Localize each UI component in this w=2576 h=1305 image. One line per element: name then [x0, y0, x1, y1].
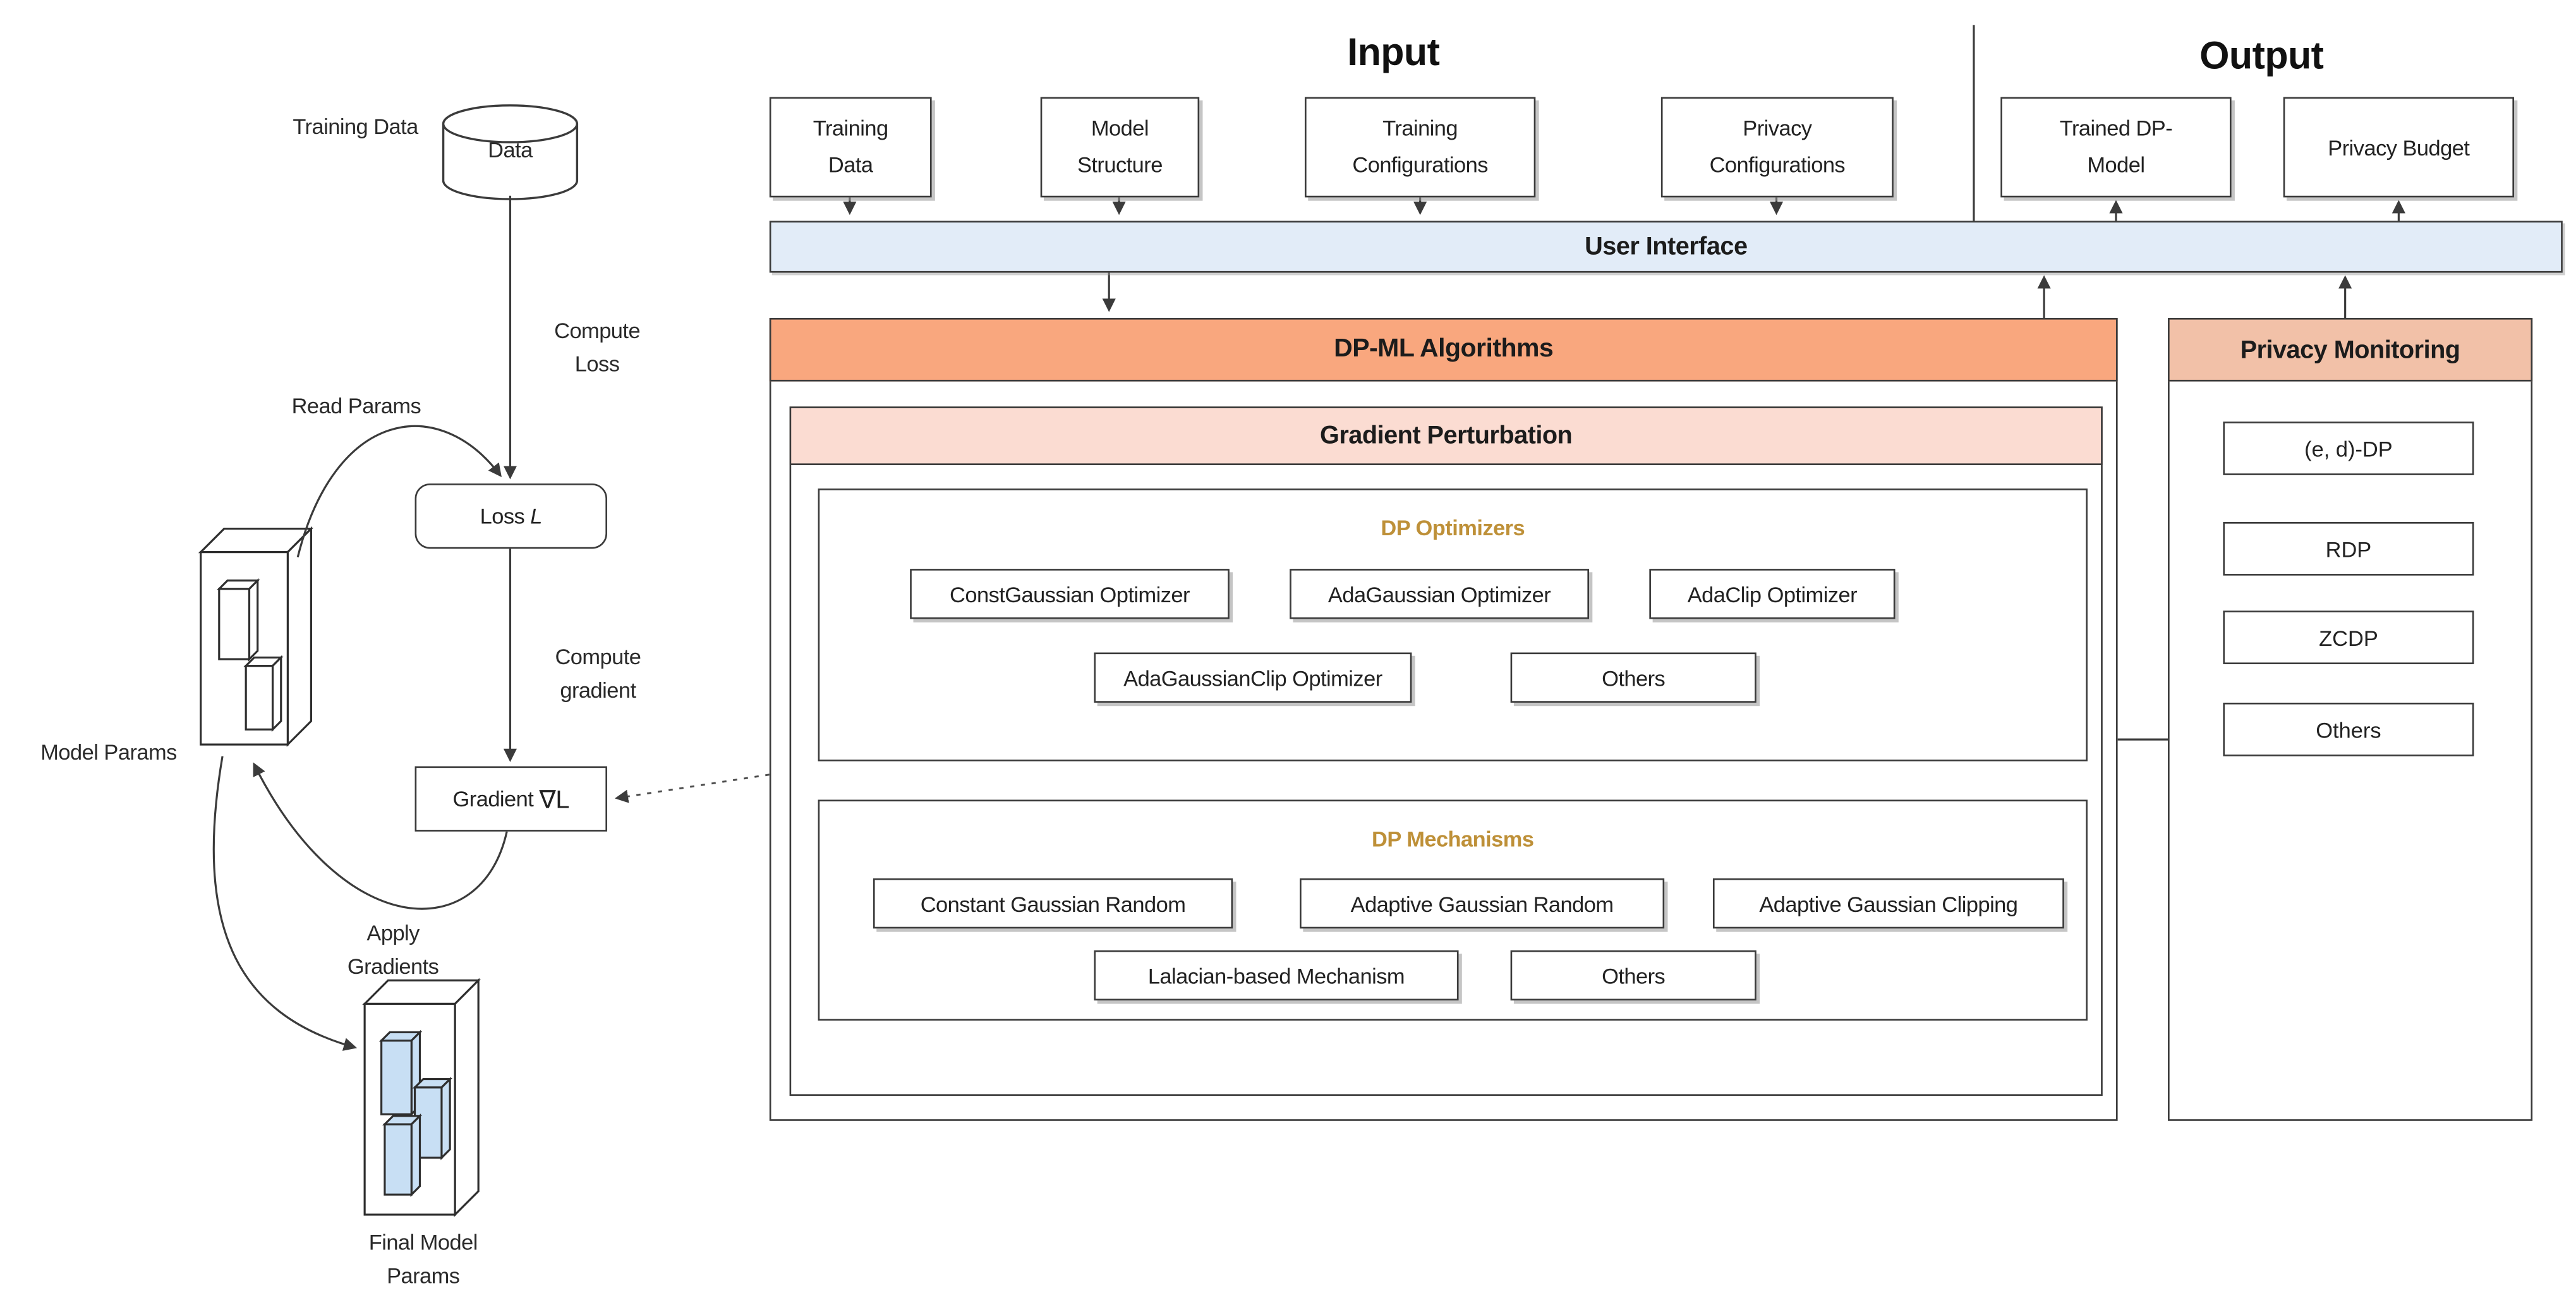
output-box-trained-dp-model-label: Trained DP-Model	[2059, 115, 2173, 178]
mechanism-box-constant-gaussian-label: Constant Gaussian Random	[920, 890, 1186, 916]
apply-gradients-label: Apply Gradients	[347, 920, 439, 980]
input-box-training-configurations: Training Configurations	[1304, 97, 1536, 198]
loss-node: Loss L	[414, 483, 608, 549]
mechanism-box-others: Others	[1510, 950, 1757, 1001]
output-box-privacy-budget: Privacy Budget	[2283, 97, 2515, 198]
optimizer-box-adagaussianclip-label: AdaGaussianClip Optimizer	[1123, 665, 1382, 691]
privacy-box-others: Others	[2223, 702, 2474, 756]
gradient-node: Gradient ∇L	[414, 766, 608, 832]
privacy-box-zcdp: ZCDP	[2223, 610, 2474, 665]
data-cylinder	[442, 104, 579, 200]
gradient-node-label: Gradient	[452, 786, 534, 811]
output-box-privacy-budget-label: Privacy Budget	[2328, 135, 2470, 160]
gradient-perturbation-header: Gradient Perturbation	[789, 406, 2103, 465]
output-box-trained-dp-model: Trained DP-Model	[2000, 97, 2232, 198]
optimizer-box-constgaussian-label: ConstGaussian Optimizer	[950, 581, 1190, 607]
input-section-title: Input	[1347, 30, 1440, 74]
input-box-model-structure-label: Model Structure	[1077, 115, 1163, 178]
data-cylinder-label: Data	[488, 137, 533, 162]
privacy-box-rdp-label: RDP	[2325, 536, 2372, 562]
final-model-params-shape	[362, 978, 481, 1217]
optimizer-box-others-label: Others	[1602, 665, 1666, 691]
input-box-training-data: Training Data	[769, 97, 932, 198]
apply-gradients-arrow	[253, 762, 508, 910]
input-box-privacy-configurations-label: Privacy Configurations	[1709, 115, 1846, 178]
mechanism-box-adaptive-clipping: Adaptive Gaussian Clipping	[1712, 878, 2064, 929]
input-box-training-configurations-label: Training Configurations	[1352, 115, 1488, 178]
optimizer-box-adagaussian: AdaGaussian Optimizer	[1290, 569, 1590, 619]
model-to-final-arrow	[212, 756, 358, 1051]
model-params-label: Model Params	[40, 739, 177, 765]
input-box-privacy-configurations: Privacy Configurations	[1660, 97, 1894, 198]
gradient-perturbation-title: Gradient Perturbation	[1320, 422, 1573, 451]
privacy-monitoring-title: Privacy Monitoring	[2240, 335, 2460, 364]
privacy-box-ed-dp: (e, d)-DP	[2223, 422, 2474, 475]
mechanism-box-others-label: Others	[1602, 962, 1666, 988]
training-data-label: Training Data	[293, 114, 418, 139]
optimizer-box-constgaussian: ConstGaussian Optimizer	[910, 569, 1230, 619]
privacy-box-zcdp-label: ZCDP	[2319, 624, 2378, 650]
output-section-title: Output	[2199, 33, 2324, 77]
optimizer-box-adagaussianclip: AdaGaussianClip Optimizer	[1094, 652, 1412, 703]
dpml-to-gradient-dotted-arrow	[614, 774, 770, 803]
privacy-box-others-label: Others	[2316, 717, 2381, 743]
mechanism-box-constant-gaussian: Constant Gaussian Random	[873, 878, 1233, 929]
optimizer-box-adaclip-label: AdaClip Optimizer	[1687, 581, 1858, 607]
user-interface-label: User Interface	[1585, 232, 1748, 261]
optimizer-box-adagaussian-label: AdaGaussian Optimizer	[1327, 581, 1551, 607]
input-box-training-data-label: Training Data	[813, 115, 888, 178]
mechanism-box-adaptive-clipping-label: Adaptive Gaussian Clipping	[1759, 890, 2018, 916]
dp-mechanisms-title: DP Mechanisms	[1372, 826, 1534, 852]
final-model-params-label: Final Model Params	[368, 1229, 478, 1289]
privacy-monitoring-header: Privacy Monitoring	[2168, 318, 2533, 382]
input-box-model-structure: Model Structure	[1040, 97, 1200, 198]
compute-gradient-label: Compute gradient	[555, 644, 641, 703]
user-interface-bar: User Interface	[769, 221, 2563, 273]
mechanism-box-adaptive-gaussian: Adaptive Gaussian Random	[1300, 878, 1665, 929]
compute-loss-label: Compute Loss	[554, 318, 641, 377]
optimizer-box-adaclip: AdaClip Optimizer	[1649, 569, 1896, 619]
read-params-arrow	[296, 425, 502, 557]
mechanism-box-lalacian-label: Lalacian-based Mechanism	[1147, 962, 1405, 988]
loss-node-label: Loss	[480, 503, 525, 529]
privacy-box-ed-dp-label: (e, d)-DP	[2304, 435, 2393, 461]
dp-optimizers-panel	[818, 489, 2088, 762]
optimizer-box-others: Others	[1510, 652, 1757, 703]
read-params-label: Read Params	[291, 393, 421, 418]
dp-optimizers-title: DP Optimizers	[1381, 515, 1525, 541]
model-params-shape	[198, 526, 314, 747]
mechanism-box-adaptive-gaussian-label: Adaptive Gaussian Random	[1350, 890, 1614, 916]
loss-symbol: L	[530, 503, 542, 529]
nabla-symbol: ∇L	[539, 785, 569, 814]
mechanism-box-lalacian: Lalacian-based Mechanism	[1094, 950, 1459, 1001]
privacy-box-rdp: RDP	[2223, 521, 2474, 576]
dpml-algorithms-title: DP-ML Algorithms	[1334, 334, 1554, 363]
dpml-algorithms-header: DP-ML Algorithms	[769, 318, 2118, 382]
